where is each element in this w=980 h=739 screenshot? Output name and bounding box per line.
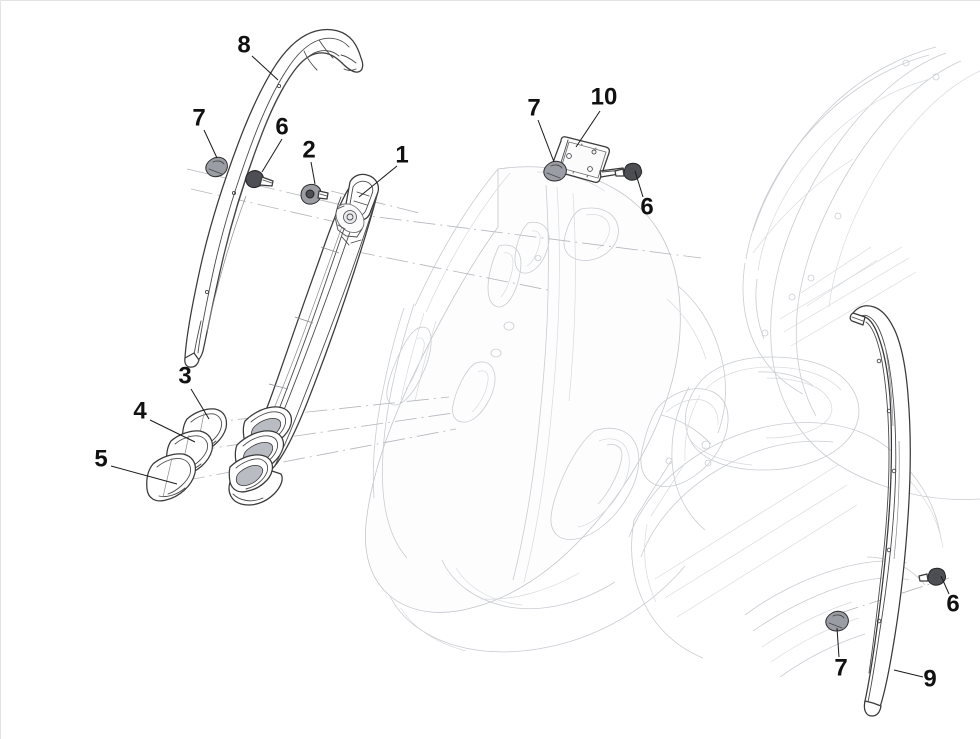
- part-side-rail-moulding[interactable]: [849, 305, 911, 717]
- callout-9-side-rail-moulding[interactable]: 9: [923, 665, 936, 692]
- callout-2-screw-emblem[interactable]: 2: [302, 136, 315, 163]
- screw-right[interactable]: [614, 162, 642, 181]
- screw-emblem[interactable]: [300, 183, 329, 205]
- leader-line: [358, 165, 398, 198]
- part-front-shield-trim-strip[interactable]: [228, 173, 380, 506]
- callout-layer: 8 7 6 2 1 7 10 6 3 4 5 7 6 9: [94, 31, 959, 692]
- assembly-axis-lines: [182, 168, 950, 615]
- callout-10-bracket-plate[interactable]: 10: [591, 83, 618, 110]
- callout-8-upper-trim-moulding[interactable]: 8: [237, 31, 250, 58]
- leader-line: [537, 119, 555, 163]
- callout-6-screw-left[interactable]: 6: [275, 113, 288, 140]
- callout-7-clip-nut-left[interactable]: 7: [192, 104, 205, 131]
- leader-line: [575, 110, 601, 148]
- leader-line: [149, 419, 196, 443]
- screw-left[interactable]: [245, 170, 274, 189]
- leader-line: [634, 170, 644, 198]
- screw-rear[interactable]: [918, 567, 946, 586]
- part-upper-trim-moulding[interactable]: [184, 28, 364, 368]
- leader-line: [940, 575, 950, 595]
- clip-nut-right[interactable]: [543, 160, 567, 182]
- clip-nut-left[interactable]: [205, 156, 228, 178]
- callout-7-clip-nut-right[interactable]: 7: [527, 94, 540, 121]
- callout-6-screw-right[interactable]: 6: [640, 193, 653, 220]
- callout-3-trim-insert-upper[interactable]: 3: [178, 362, 191, 389]
- callout-6-screw-rear[interactable]: 6: [946, 590, 959, 617]
- clip-nut-rear[interactable]: [825, 610, 849, 632]
- leader-line: [893, 669, 924, 678]
- leader-line: [251, 55, 279, 81]
- leader-line: [190, 388, 210, 420]
- leader-line: [310, 161, 316, 185]
- callout-4-trim-insert-middle[interactable]: 4: [133, 397, 147, 424]
- leader-line: [836, 627, 840, 658]
- leader-line: [261, 138, 283, 173]
- callout-5-trim-insert-lower[interactable]: 5: [94, 445, 107, 472]
- part-trim-insert-lower[interactable]: [146, 453, 197, 502]
- callout-1-front-shield-trim[interactable]: 1: [395, 141, 408, 168]
- leader-line: [110, 465, 178, 485]
- leader-line: [203, 129, 218, 159]
- callout-7-clip-nut-rear[interactable]: 7: [834, 654, 847, 681]
